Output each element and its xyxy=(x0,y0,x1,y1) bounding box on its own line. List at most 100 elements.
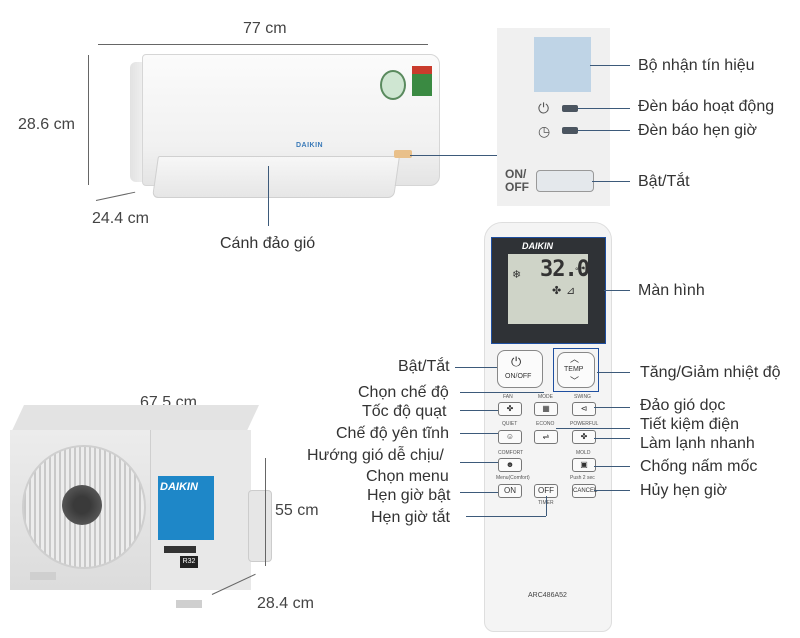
remote-onoff-pointer xyxy=(455,367,497,368)
comfort-pointer xyxy=(460,462,498,463)
outdoor-brand: DAIKIN xyxy=(160,481,198,493)
remote-onoff-label: Bật/Tắt xyxy=(398,358,450,375)
panel-on-text: ON/ xyxy=(505,167,527,181)
run-led-label: Đèn báo hoạt động xyxy=(638,98,775,115)
remote-model: ARC486A52 xyxy=(528,592,567,599)
temp-down-icon: ﹀ xyxy=(570,376,580,386)
receiver-label: Bộ nhận tín hiệu xyxy=(638,57,755,74)
clock-icon: ◷ xyxy=(538,123,551,139)
timer-off-label: Hẹn giờ tắt xyxy=(371,509,450,526)
timer-off-pointer xyxy=(466,516,546,517)
econo-pointer xyxy=(556,428,630,429)
outdoor-valve xyxy=(248,490,272,562)
indoor-height-label: 28.6 cm xyxy=(18,116,75,133)
comfort-button[interactable]: ☻ xyxy=(498,458,522,472)
quiet-button[interactable]: ☺ xyxy=(498,430,522,444)
indoor-flap xyxy=(152,156,400,198)
fan-pointer xyxy=(460,410,498,411)
screen-label: Màn hình xyxy=(638,282,705,299)
mode-label: Chọn chế độ xyxy=(358,384,449,401)
fan-tiny: FAN xyxy=(503,394,513,400)
panel-pointer xyxy=(410,155,498,156)
remote-onoff-text: ON/OFF xyxy=(505,373,532,380)
menu-label: Chọn menu xyxy=(366,468,449,485)
econo-button[interactable]: ⇌ xyxy=(534,430,558,444)
temp-highlight xyxy=(553,348,599,392)
mode-tiny: MODE xyxy=(538,394,553,400)
timer-on-button[interactable]: ON xyxy=(498,484,522,498)
flap-pointer xyxy=(268,166,269,226)
panel-onoff-label: Bật/Tắt xyxy=(638,173,690,190)
econo-label: Tiết kiệm điện xyxy=(640,416,739,433)
outdoor-height-line xyxy=(265,458,266,566)
outdoor-brand-plate xyxy=(158,476,214,540)
panel-onoff-pointer xyxy=(592,181,630,182)
quiet-pointer xyxy=(460,433,498,434)
outdoor-height-label: 55 cm xyxy=(275,502,319,519)
run-led-pointer xyxy=(578,108,630,109)
remote-onoff-button[interactable] xyxy=(497,350,543,388)
snowflake-icon: ❄ xyxy=(512,269,522,281)
lcd-unit: °C xyxy=(575,266,586,276)
powerful-label: Làm lạnh nhanh xyxy=(640,435,755,452)
flap-label: Cánh đảo gió xyxy=(220,235,316,252)
lcd-temperature: 32.0 xyxy=(540,257,590,282)
comfort-label: Hướng gió dễ chịu/ xyxy=(307,447,444,464)
inverter-tag xyxy=(164,546,196,553)
power-icon: ⏻ xyxy=(538,100,550,116)
indoor-width-line xyxy=(98,44,428,45)
outdoor-depth-label: 28.4 cm xyxy=(257,595,314,612)
refrigerant-tag: R32 xyxy=(180,556,198,568)
indoor-width-label: 77 cm xyxy=(243,20,287,37)
temp-text: TEMP xyxy=(564,366,584,373)
indoor-depth-line xyxy=(95,191,136,201)
mold-label: Chống nấm mốc xyxy=(640,458,758,475)
timer-tiny: TIMER xyxy=(538,500,554,506)
outdoor-fan-hub xyxy=(62,485,102,525)
cancel-pointer xyxy=(594,490,630,491)
fan-icon: ✤ xyxy=(552,285,562,297)
push-tiny: Push 2 sec xyxy=(570,475,595,481)
temp-button[interactable] xyxy=(557,352,595,388)
swing-lcd-icon: ⊿ xyxy=(566,285,576,297)
outdoor-foot-right xyxy=(176,600,202,608)
outdoor-foot-left xyxy=(30,572,56,580)
temp-pointer xyxy=(597,372,630,373)
menu-tiny: Menu(Comfort) xyxy=(496,475,530,481)
swing-button[interactable]: ⊲ xyxy=(572,402,596,416)
mold-button[interactable]: ▣ xyxy=(572,458,596,472)
remote-brand: DAIKIN xyxy=(522,241,553,251)
timer-on-pointer xyxy=(460,492,498,493)
powerful-pointer xyxy=(594,438,630,439)
panel-off-text: OFF xyxy=(505,180,529,194)
powerful-tiny: POWERFUL xyxy=(570,421,599,427)
panel-onoff-button[interactable] xyxy=(536,170,594,192)
quiet-tiny: QUIET xyxy=(502,421,518,427)
powerful-button[interactable]: ✤ xyxy=(572,430,596,444)
cancel-button[interactable]: CANCEL xyxy=(572,484,597,498)
mold-tiny: MOLD xyxy=(576,450,591,456)
fan-label: Tốc độ quạt xyxy=(362,403,447,420)
mold-pointer xyxy=(594,466,630,467)
mode-button[interactable]: ▦ xyxy=(534,402,558,416)
temp-label: Tăng/Giảm nhiệt độ xyxy=(640,364,781,381)
timer-off-pointer-v xyxy=(546,496,547,516)
indoor-sensor-icon xyxy=(394,150,412,158)
run-led xyxy=(562,105,578,112)
timer-led xyxy=(562,127,578,134)
timer-on-label: Hẹn giờ bật xyxy=(367,487,451,504)
timer-led-label: Đèn báo hẹn giờ xyxy=(638,122,758,139)
timer-led-pointer xyxy=(578,130,630,131)
receiver-pointer xyxy=(590,65,630,66)
temp-up-icon: ︿ xyxy=(570,354,580,364)
swing-tiny: SWING xyxy=(574,394,591,400)
indoor-brand-logo: DAIKIN xyxy=(296,142,324,149)
econo-tiny: ECONO xyxy=(536,421,555,427)
energy-label-green-icon xyxy=(412,74,432,96)
comfort-tiny: COMFORT xyxy=(498,450,524,456)
swing-label: Đảo gió dọc xyxy=(640,397,726,414)
screen-pointer xyxy=(604,290,630,291)
remote-lcd xyxy=(508,254,588,324)
quiet-label: Chế độ yên tĩnh xyxy=(336,425,449,442)
fan-button[interactable]: ✤ xyxy=(498,402,522,416)
